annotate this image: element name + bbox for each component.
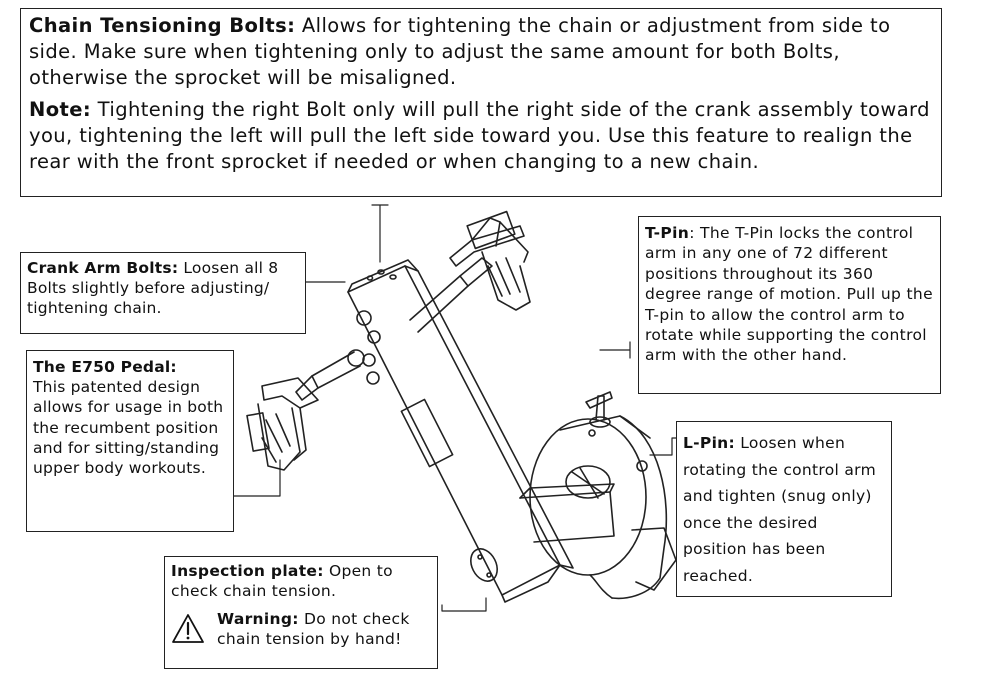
lower-pedal [246,377,319,471]
crank-arm-bolts-paragraph: Crank Arm Bolts: Loosen all 8 Bolts slig… [27,258,299,318]
note-text: Tightening the right Bolt only will pull… [29,98,930,173]
t-pin-paragraph: T-Pin: The T-Pin locks the control arm i… [645,223,934,366]
main-tube [347,259,574,603]
warning-text: Do not check chain tension by hand! [217,610,410,649]
crank-arm-bolts-box: Crank Arm Bolts: Loosen all 8 Bolts slig… [20,252,306,334]
crank-arm-bolts-text: Loosen all 8 Bolts slightly before adjus… [27,259,279,317]
l-pin-text: Loosen when rotating the control arm and… [683,434,876,585]
crank-arm-bolts-heading: Crank Arm Bolts: [27,259,179,277]
e750-pedal-text: This patented design allows for usage in… [33,378,224,478]
l-pin-box: L-Pin: Loosen when rotating the control … [676,421,892,597]
l-pin-paragraph: L-Pin: Loosen when rotating the control … [683,430,885,590]
upper-crank-arm [356,257,493,385]
inspection-plate-box: Inspection plate: Open to check chain te… [164,556,438,669]
e750-pedal-heading: The E750 Pedal: [33,358,177,376]
t-pin-box: T-Pin: The T-Pin locks the control arm i… [638,216,941,394]
inspection-plate-text: Open to check chain tension. [171,562,393,601]
warning-paragraph: Warning: Do not check chain tension by h… [217,609,431,650]
inspection-plate-paragraph: Inspection plate: Open to check chain te… [171,561,431,602]
e750-pedal-paragraph: The E750 Pedal: This patented design all… [33,357,227,478]
t-pin [585,391,613,428]
horizontal-arm [519,483,615,543]
chain-tensioning-paragraph: Chain Tensioning Bolts: Allows for tight… [29,13,933,91]
chain-tensioning-bolts-box: Chain Tensioning Bolts: Allows for tight… [20,8,942,197]
inspection-plate-heading: Inspection plate: [171,562,324,580]
callout-lines [233,204,677,612]
l-pin-heading: L-Pin: [683,434,736,452]
chain-tensioning-text: Allows for tightening the chain or adjus… [29,14,891,89]
chain-tensioning-heading: Chain Tensioning Bolts: [29,14,296,37]
note-heading: Note: [29,98,92,121]
note-paragraph: Note: Tightening the right Bolt only wil… [29,97,933,175]
wheel-housing [529,415,677,600]
lower-crank-arm [295,349,365,401]
warning-heading: Warning: [217,610,299,628]
warning-triangle-icon [172,614,204,643]
upper-pedal [449,210,531,311]
t-pin-text: : The T-Pin locks the control arm in any… [645,224,933,365]
t-pin-heading: T-Pin [645,224,690,242]
e750-pedal-box: The E750 Pedal: This patented design all… [26,350,234,532]
